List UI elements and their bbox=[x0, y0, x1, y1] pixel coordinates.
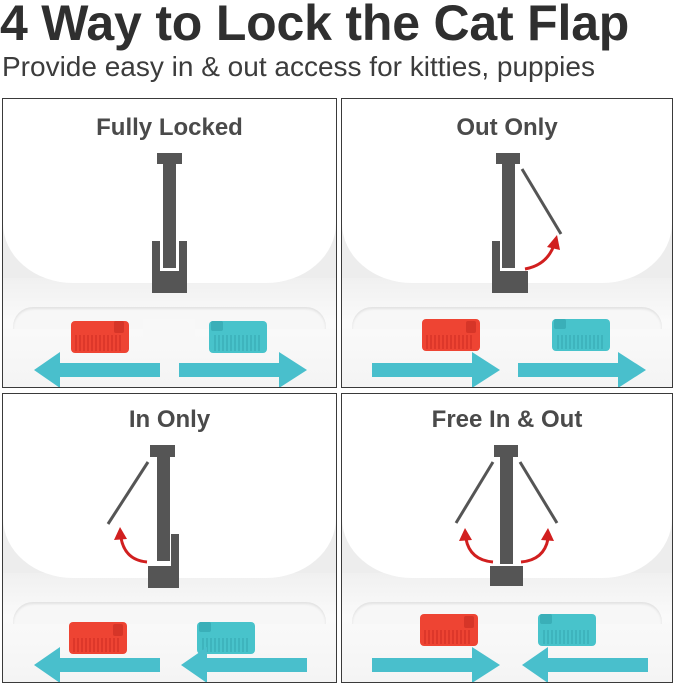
panel-free-in-out: Free In & Out bbox=[341, 393, 673, 683]
red-slider[interactable] bbox=[71, 321, 129, 353]
teal-slider[interactable] bbox=[197, 622, 255, 654]
flap-in-only-icon bbox=[106, 445, 179, 588]
flap-out-only-icon bbox=[492, 153, 563, 293]
arrow-right-icon bbox=[518, 352, 646, 387]
arrow-left-icon bbox=[522, 647, 648, 682]
red-slider[interactable] bbox=[422, 319, 480, 351]
teal-slider[interactable] bbox=[538, 614, 596, 646]
red-swing-arrow-icon bbox=[114, 527, 148, 564]
arrow-right-icon bbox=[179, 352, 307, 387]
slider-divider bbox=[143, 319, 195, 345]
page-title: 4 Way to Lock the Cat Flap bbox=[0, 0, 630, 51]
arrow-right-icon bbox=[372, 352, 500, 387]
panel-label: In Only bbox=[128, 406, 211, 433]
red-slider[interactable] bbox=[69, 622, 127, 654]
flap-free-icon bbox=[454, 445, 559, 586]
panel-label: Out Only bbox=[456, 114, 558, 141]
red-slider[interactable] bbox=[420, 614, 478, 646]
arrow-left-icon bbox=[181, 647, 307, 682]
red-swing-arrow-icon bbox=[459, 528, 554, 564]
arrow-left-icon bbox=[34, 352, 160, 387]
arrow-right-icon bbox=[372, 647, 500, 682]
panel-label: Fully Locked bbox=[96, 114, 243, 141]
tray-ridge bbox=[13, 602, 326, 624]
red-swing-arrow-icon bbox=[524, 235, 560, 271]
panel-out-only: Out Only bbox=[341, 98, 673, 388]
flap-locked-icon bbox=[152, 153, 187, 293]
panel-label: Free In & Out bbox=[431, 406, 583, 433]
teal-slider[interactable] bbox=[209, 321, 267, 353]
page-subtitle: Provide easy in & out access for kitties… bbox=[2, 51, 595, 82]
teal-slider[interactable] bbox=[552, 319, 610, 351]
arrow-left-icon bbox=[34, 647, 160, 682]
panel-in-only: In Only bbox=[2, 393, 337, 683]
panel-fully-locked: Fully Locked bbox=[2, 98, 337, 388]
